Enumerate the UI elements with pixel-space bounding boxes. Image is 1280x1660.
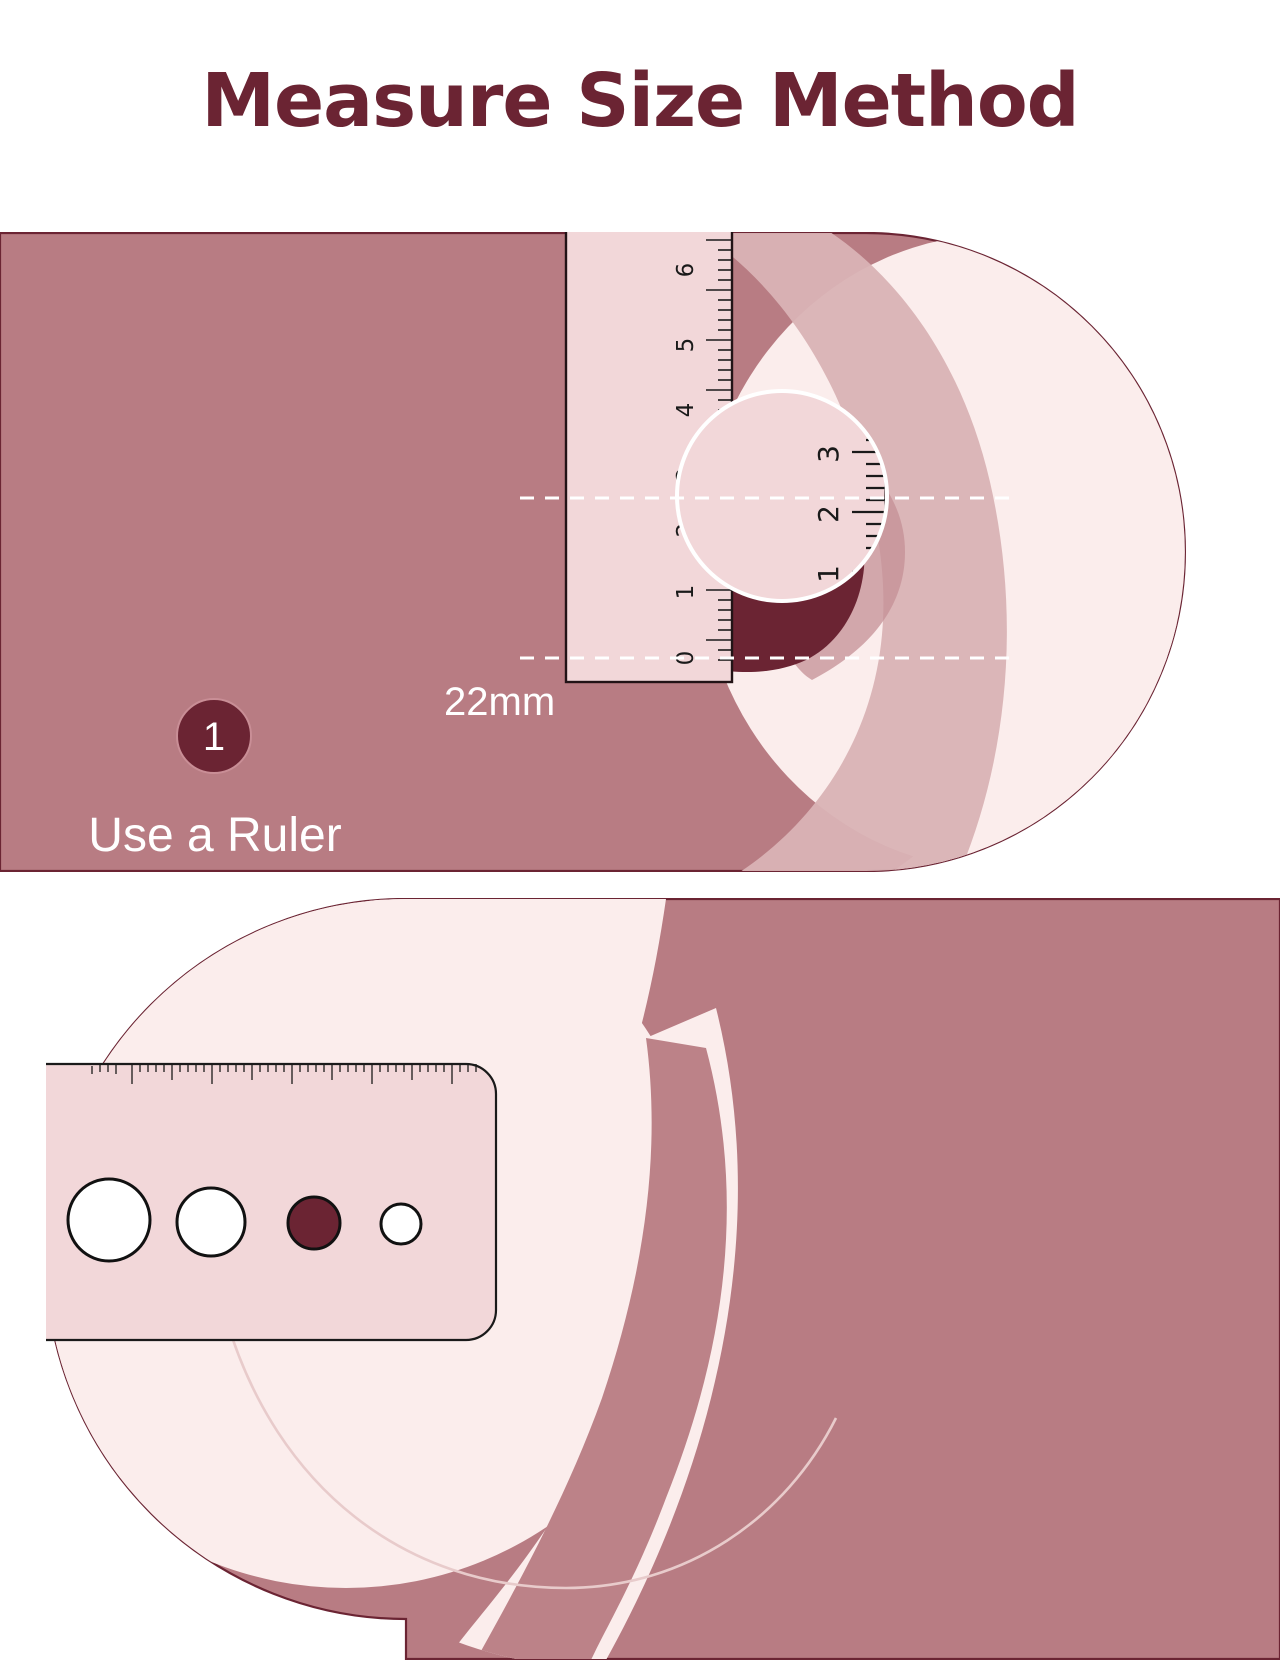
step-2-panel: 17mm 2 Use a Nipple Measure Card xyxy=(46,898,1280,1660)
step-1-label: Use a Ruler xyxy=(88,809,342,862)
step-1-badge: 1 xyxy=(176,698,252,774)
step-1-panel: 6 5 4 3 2 1 0 xyxy=(0,232,1186,872)
page-title: Measure Size Method xyxy=(201,58,1079,144)
panel-1-background xyxy=(0,232,1186,872)
step-1-measurement-callout: 22mm xyxy=(444,680,556,724)
panel-2-background xyxy=(46,898,1280,1660)
